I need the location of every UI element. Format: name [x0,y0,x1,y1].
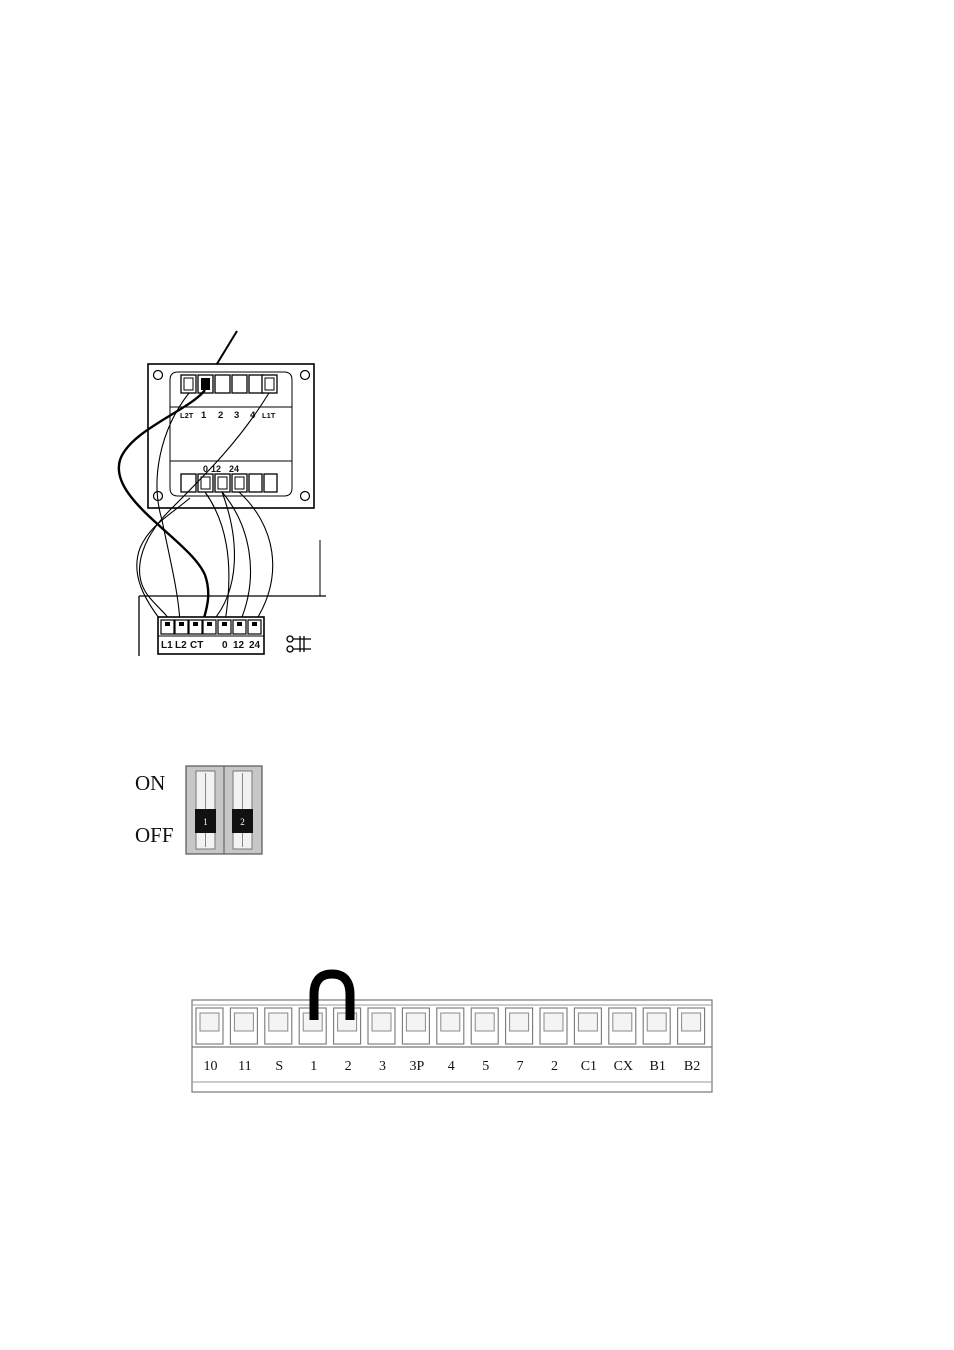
terminal-label-6: 3 [379,1059,386,1074]
wire [222,492,250,622]
top-label-l2t: L2T [180,411,194,420]
terminal-label-15: B2 [684,1059,700,1074]
terminal-label-14: B1 [650,1059,666,1074]
terminal [215,375,230,393]
transformer-symbol-icon [287,636,311,652]
terminal-labels: 10 11 S 1 2 3 3P 4 5 7 2 C1 CX B1 B2 [204,1059,701,1074]
terminal-screw-10 [510,1013,529,1031]
terminal [232,375,247,393]
terminal-screw-2 [234,1013,253,1031]
terminal-screw-slots [196,1008,705,1044]
terminal-label-8: 4 [448,1059,455,1074]
terminal-label-1: 10 [204,1059,218,1074]
terminal-block: 10 11 S 1 2 3 3P 4 5 7 2 C1 CX B1 B2 [192,974,712,1092]
terminal-screw-12 [578,1013,597,1031]
dip-switch: ON OFF 1 2 [135,766,262,854]
terminal-label-11: 2 [551,1059,558,1074]
bottom-label-12: 12 [211,464,221,474]
board-label-12: 12 [233,640,245,651]
terminal-label-12: C1 [581,1059,597,1074]
terminal-label-7: 3P [410,1059,425,1074]
top-terminals [181,375,277,393]
terminal-screw-6 [372,1013,391,1031]
terminal-screw-7 [406,1013,425,1031]
bottom-label-24: 24 [229,464,239,474]
bottom-terminals [181,474,277,492]
terminal-screw-8 [441,1013,460,1031]
dip-switch-1[interactable]: 1 [195,771,216,849]
board-label-l1: L1 [161,640,173,651]
terminal-screw-1 [200,1013,219,1031]
terminal-label-4: 1 [310,1059,317,1074]
top-label-l1t: L1T [262,411,276,420]
off-label: OFF [135,823,174,847]
terminal-label-3: S [275,1059,283,1074]
terminal-screw-15 [682,1013,701,1031]
transformer-plate [148,364,314,508]
terminal-label-5: 2 [345,1059,352,1074]
wire [212,492,234,622]
board-label-l2: L2 [175,640,187,651]
terminal-label-13: CX [614,1059,633,1074]
terminal-screw-11 [544,1013,563,1031]
control-board: L1 L2 CT 0 12 24 [139,540,326,656]
on-label: ON [135,771,165,795]
board-label-24: 24 [249,640,261,651]
dip-switch-2[interactable]: 2 [232,771,253,849]
terminal-screw-9 [475,1013,494,1031]
terminal-screw-14 [647,1013,666,1031]
top-label-3: 3 [234,410,239,421]
dip-switch-1-number: 1 [203,817,208,827]
wire [239,492,273,622]
terminal-label-2: 11 [238,1059,251,1074]
terminal-screw-13 [613,1013,632,1031]
board-label-0: 0 [222,640,228,651]
terminal-label-10: 7 [517,1059,524,1074]
top-label-1: 1 [201,410,207,421]
terminal-screw-3 [269,1013,288,1031]
board-label-ct: CT [190,640,203,651]
dip-switch-2-number: 2 [240,817,245,827]
terminal-label-9: 5 [482,1059,489,1074]
top-label-2: 2 [218,410,223,421]
